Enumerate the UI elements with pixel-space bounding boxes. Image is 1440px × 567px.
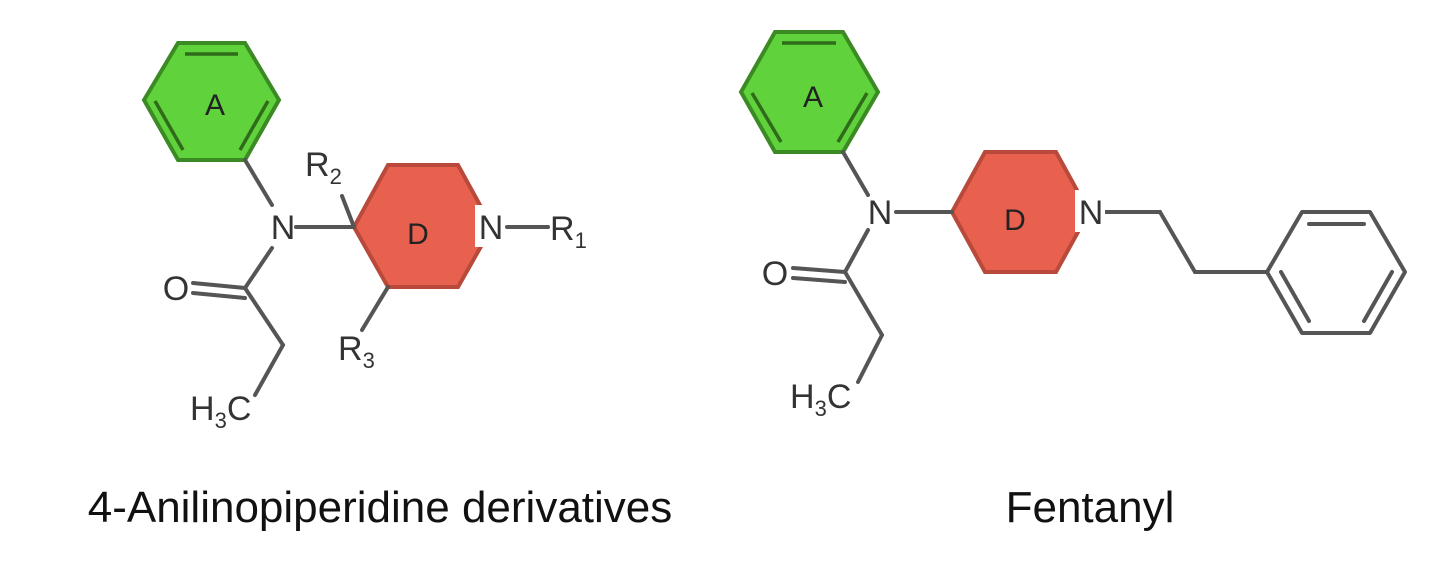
ring-d-label: D [1004,204,1026,237]
ring-a-label: A [803,81,823,114]
amide-nitrogen-label: N [271,209,296,247]
ring-nitrogen-label: N [1079,194,1104,232]
r2-label: R2 [305,146,342,189]
ring-nitrogen-label: N [479,209,504,247]
phenyl-ring [1265,210,1407,335]
structure-fentanyl: A D N N O H3C Fentanyl [738,30,1407,532]
methyl-label: H3C [790,378,851,421]
r3-label: R3 [338,330,375,373]
carbonyl-oxygen-label: O [762,255,788,293]
caption-anilinopiperidine: 4-Anilinopiperidine derivatives [88,483,673,532]
caption-fentanyl: Fentanyl [1006,483,1175,532]
ring-d-label: D [407,218,429,251]
r1-label: R1 [550,210,587,253]
methyl-label: H3C [190,390,251,433]
carbonyl-oxygen-label: O [163,270,189,308]
ring-a-label: A [205,89,225,122]
amide-nitrogen-label: N [868,194,893,232]
structure-anilinopiperidine: A D N N O R1 R2 R3 H3C 4-Anilinopipe [88,41,673,532]
